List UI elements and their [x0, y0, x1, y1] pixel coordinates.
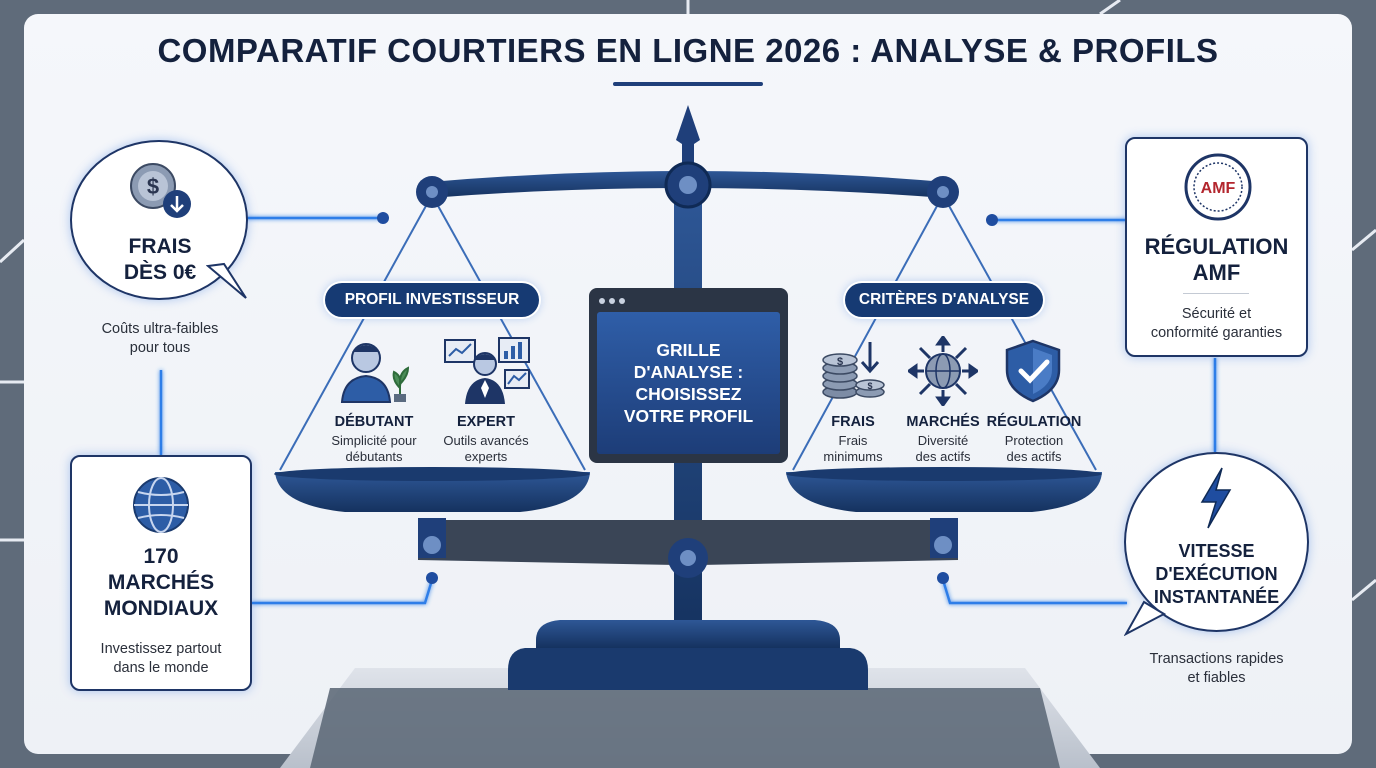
bubble-tail: [1124, 600, 1167, 637]
connector-lines: [159, 216, 1217, 605]
scale-finial: [676, 105, 700, 148]
svg-text:$: $: [837, 356, 843, 368]
shield-check-icon: [1005, 339, 1061, 403]
debutant-title: DÉBUTANT: [334, 414, 414, 430]
amf-seal-icon: AMF: [1184, 153, 1252, 221]
window-dot: [599, 298, 605, 304]
lightning-icon: [1200, 467, 1232, 529]
svg-text:$: $: [867, 381, 872, 391]
regulation-criteria-title: RÉGULATION: [986, 414, 1082, 430]
globe-arrows-icon: [908, 336, 978, 406]
connector-dot: [426, 572, 438, 584]
analysis-monitor: GRILLE D'ANALYSE : CHOISISSEZ VOTRE PROF…: [589, 288, 788, 463]
connector-dot: [937, 572, 949, 584]
window-dot: [609, 298, 615, 304]
globe-icon: [133, 477, 189, 533]
monitor-line: VOTRE PROFIL: [623, 406, 754, 426]
window-dot: [619, 298, 625, 304]
monitor-line: CHOISISSEZ: [635, 384, 742, 404]
profil-investisseur-pill: PROFIL INVESTISSEUR: [325, 283, 539, 317]
marches-criteria-title: MARCHÉS: [906, 414, 980, 430]
expert-title: EXPERT: [456, 414, 515, 430]
monitor-line: GRILLE: [656, 340, 721, 360]
monitor-screen: GRILLE D'ANALYSE : CHOISISSEZ VOTRE PROF…: [597, 312, 780, 454]
divider: [1183, 293, 1249, 294]
page-title: COMPARATIF COURTIERS EN LIGNE 2026 : ANA…: [157, 32, 1219, 69]
pan-strings: [279, 194, 1097, 471]
bubble-tail: [206, 262, 247, 299]
beginner-person-plant-icon: [340, 343, 410, 403]
connector-dot: [377, 212, 389, 224]
title-underline: [613, 82, 763, 86]
connector-dot: [986, 214, 998, 226]
monitor-line: D'ANALYSE :: [633, 362, 744, 382]
scale-base-top: [536, 620, 840, 648]
criteres-analyse-pill: CRITÈRES D'ANALYSE: [845, 283, 1043, 317]
expert-person-charts-icon: [444, 337, 530, 404]
amf-seal-text: AMF: [1201, 180, 1236, 197]
scale-base: [508, 648, 868, 690]
left-pan: [275, 472, 590, 512]
dollar-coin-down-icon: $: [130, 163, 191, 218]
svg-text:$: $: [147, 174, 159, 199]
coins-down-icon: $ $: [822, 342, 885, 399]
right-pan: [786, 472, 1102, 512]
frais-criteria-title: FRAIS: [831, 414, 875, 430]
